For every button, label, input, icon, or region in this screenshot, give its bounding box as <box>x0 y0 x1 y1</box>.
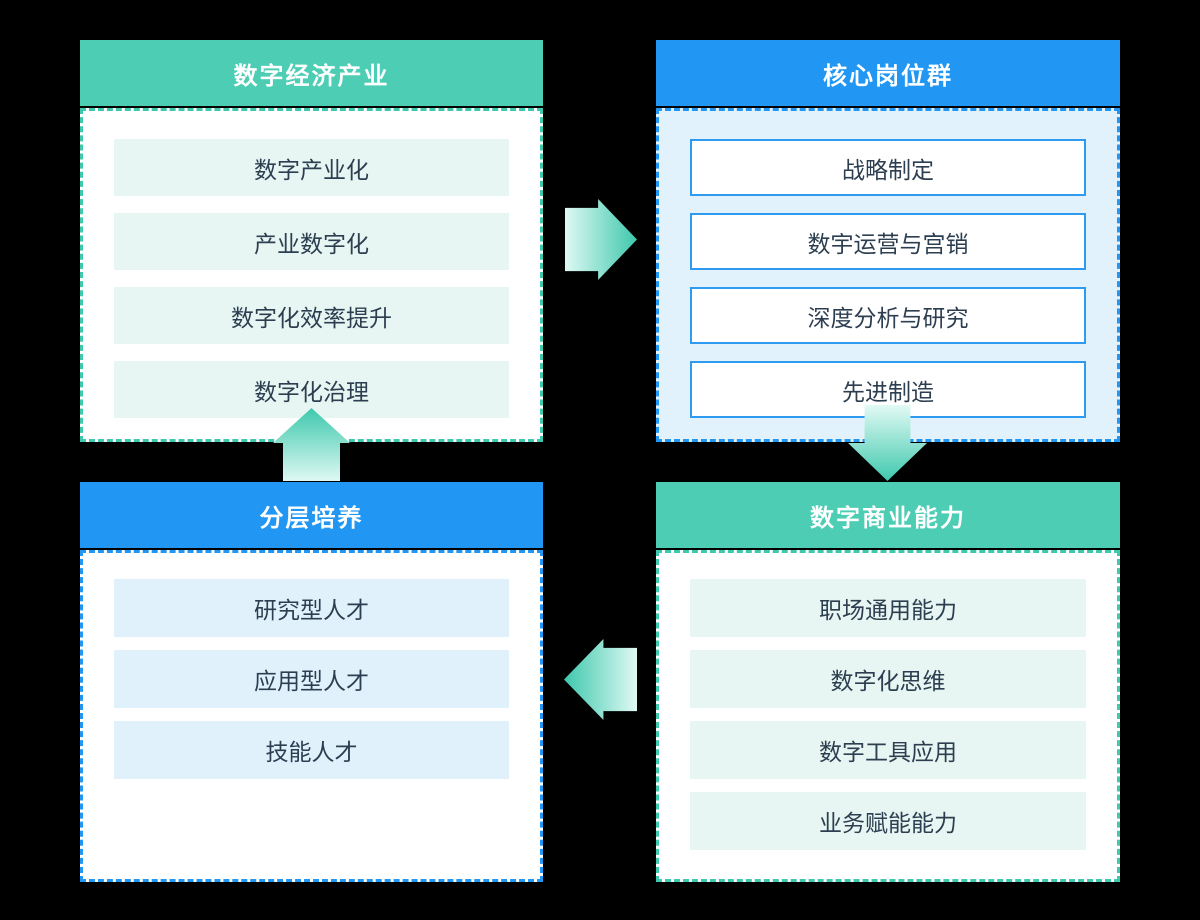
arrow-right-icon <box>565 199 637 280</box>
box-digital-economy-industry: 数字经济产业 数字产业化产业数字化数字化效率提升数字化治理 <box>80 40 543 442</box>
box-title: 分层培养 <box>80 482 543 548</box>
box-digital-business-ability: 数字商业能力 职场通用能力数字化思维数字工具应用业务赋能能力 <box>656 482 1120 882</box>
list-item: 研究型人才 <box>114 579 509 637</box>
box-title: 数字商业能力 <box>656 482 1120 548</box>
list-item: 数字化思维 <box>690 650 1086 708</box>
list-item: 应用型人才 <box>114 650 509 708</box>
box-item-list: 研究型人才应用型人才技能人才 <box>80 550 543 882</box>
box-item-list: 战略制定数宇运营与宫销深度分析与研究先进制造 <box>656 108 1120 442</box>
box-core-post-group: 核心岗位群 战略制定数宇运营与宫销深度分析与研究先进制造 <box>656 40 1120 442</box>
list-item: 数字产业化 <box>114 139 509 196</box>
box-title: 数字经济产业 <box>80 40 543 106</box>
list-item: 数宇运营与宫销 <box>690 213 1086 270</box>
list-item: 业务赋能能力 <box>690 792 1086 850</box>
list-item: 战略制定 <box>690 139 1086 196</box>
list-item: 技能人才 <box>114 721 509 779</box>
list-item: 数字工具应用 <box>690 721 1086 779</box>
list-item: 深度分析与研究 <box>690 287 1086 344</box>
box-item-list: 职场通用能力数字化思维数字工具应用业务赋能能力 <box>656 550 1120 882</box>
list-item: 产业数字化 <box>114 213 509 270</box>
box-item-list: 数字产业化产业数字化数字化效率提升数字化治理 <box>80 108 543 442</box>
list-item: 数字化效率提升 <box>114 287 509 344</box>
box-layered-training: 分层培养 研究型人才应用型人才技能人才 <box>80 482 543 882</box>
list-item: 职场通用能力 <box>690 579 1086 637</box>
arrow-left-icon <box>564 639 637 720</box>
box-title: 核心岗位群 <box>656 40 1120 106</box>
